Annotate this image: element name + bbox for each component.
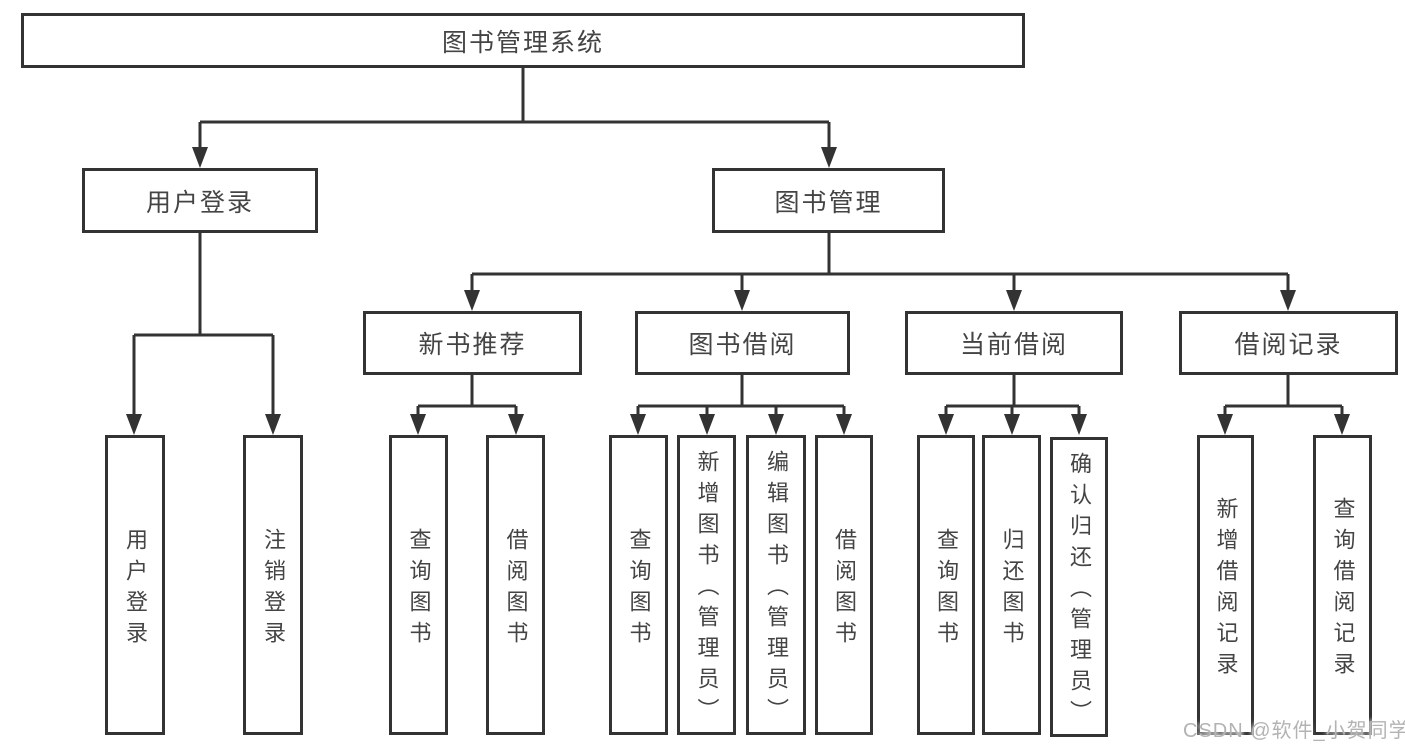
node-library-management-system: 图书管理系统 [21,13,1025,68]
leaf-label: 借阅图书 [503,527,529,652]
leaf-label: 编辑图书（管理员） [764,450,789,729]
node-borrowing-records: 借阅记录 [1179,311,1398,375]
node-label: 借阅记录 [1234,331,1343,359]
node-current-borrowing: 当前借阅 [905,311,1123,375]
leaf-recommend-query-book: 查询图书 [389,435,448,735]
leaf-label: 确认归还（管理员） [1067,452,1092,731]
watermark: CSDN @软件_小贺同学 [1183,720,1405,742]
connector-segments [132,68,1344,418]
leaf-borrowing-edit-book-admin: 编辑图书（管理员） [746,435,806,735]
leaf-label: 归还图书 [999,527,1025,652]
node-label: 图书管理系统 [441,28,604,57]
leaf-recommend-borrow-book: 借阅图书 [486,435,545,735]
node-user-login: 用户登录 [82,168,318,233]
node-book-borrowing: 图书借阅 [635,311,850,375]
leaf-label: 借阅图书 [832,527,857,652]
leaf-user-login: 用户登录 [105,435,165,735]
leaf-borrowing-borrow-book: 借阅图书 [815,435,873,735]
leaf-current-return-book: 归还图书 [982,435,1041,735]
leaf-label: 用户登录 [123,527,148,652]
leaf-borrowing-query-book: 查询图书 [609,435,668,735]
leaf-label: 查询借阅记录 [1330,496,1356,683]
leaf-label: 查询图书 [406,527,432,652]
node-label: 图书借阅 [688,331,797,359]
leaf-current-confirm-return-admin: 确认归还（管理员） [1050,437,1108,737]
node-label: 用户登录 [145,188,254,217]
leaf-borrowing-add-book-admin: 新增图书（管理员） [677,435,736,735]
node-label: 新书推荐 [418,331,527,359]
node-new-book-recommendation: 新书推荐 [363,311,582,375]
leaf-label: 注销登录 [261,527,286,652]
leaf-label: 新增借阅记录 [1213,496,1239,683]
leaf-label: 新增图书（管理员） [694,450,720,729]
arrowhead-icons [126,147,1350,435]
node-label: 当前借阅 [959,331,1068,359]
leaf-label: 查询图书 [934,527,959,652]
node-book-management: 图书管理 [712,168,945,233]
leaf-records-add-borrow-record: 新增借阅记录 [1197,435,1254,735]
node-label: 图书管理 [774,188,883,217]
leaf-current-query-book: 查询图书 [917,435,975,735]
leaf-logout: 注销登录 [243,435,303,735]
leaf-label: 查询图书 [626,527,652,652]
leaf-records-query-borrow-record: 查询借阅记录 [1313,435,1372,735]
